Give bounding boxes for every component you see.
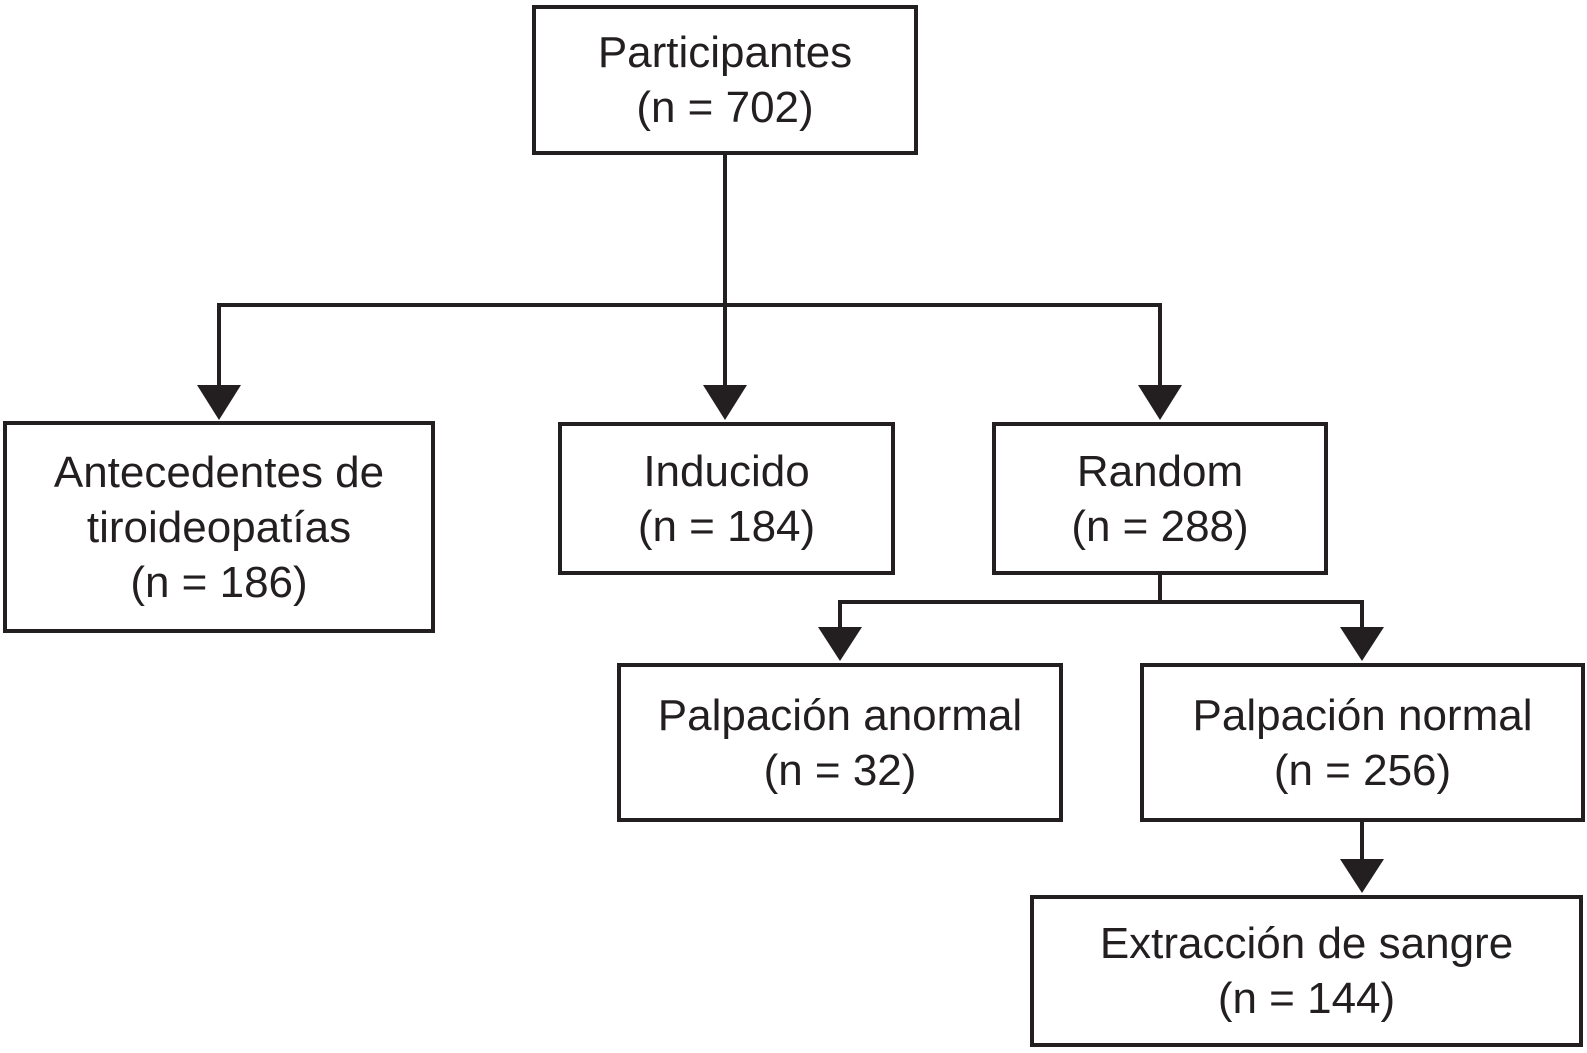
- node-palpacion-anormal-label: Palpación anormal: [657, 690, 1023, 740]
- arrowhead-extraccion: [1340, 859, 1384, 893]
- arrowhead-inducido: [703, 385, 747, 420]
- node-palpacion-normal: Palpación normal (n = 256): [1140, 663, 1585, 822]
- node-participantes-label: Participantes: [597, 28, 853, 77]
- arrowhead-antecedentes: [197, 385, 241, 420]
- node-antecedentes-label: Antecedentes de tiroideopatías: [53, 447, 385, 552]
- node-palpacion-normal-count: (n = 256): [1273, 745, 1452, 795]
- node-participantes: Participantes (n = 702): [532, 5, 918, 155]
- node-extraccion-count: (n = 144): [1217, 974, 1396, 1023]
- node-inducido-label: Inducido: [643, 446, 810, 496]
- node-antecedentes: Antecedentes de tiroideopatías (n = 186): [3, 421, 435, 633]
- node-palpacion-anormal: Palpación anormal (n = 32): [617, 663, 1063, 822]
- node-extraccion-label: Extracción de sangre: [1099, 919, 1514, 968]
- node-palpacion-normal-label: Palpación normal: [1192, 690, 1533, 740]
- node-inducido-count: (n = 184): [637, 501, 816, 551]
- node-random-count: (n = 288): [1071, 501, 1249, 551]
- arrowhead-palpacion-normal: [1340, 627, 1384, 661]
- arrowhead-palpacion-anormal: [818, 627, 862, 661]
- node-inducido: Inducido (n = 184): [558, 422, 895, 575]
- node-palpacion-anormal-count: (n = 32): [763, 745, 917, 795]
- node-random: Random (n = 288): [992, 422, 1328, 575]
- node-random-label: Random: [1076, 446, 1244, 496]
- node-antecedentes-count: (n = 186): [130, 557, 308, 607]
- node-participantes-count: (n = 702): [636, 83, 814, 132]
- arrowhead-random: [1138, 385, 1182, 420]
- node-extraccion: Extracción de sangre (n = 144): [1030, 895, 1583, 1047]
